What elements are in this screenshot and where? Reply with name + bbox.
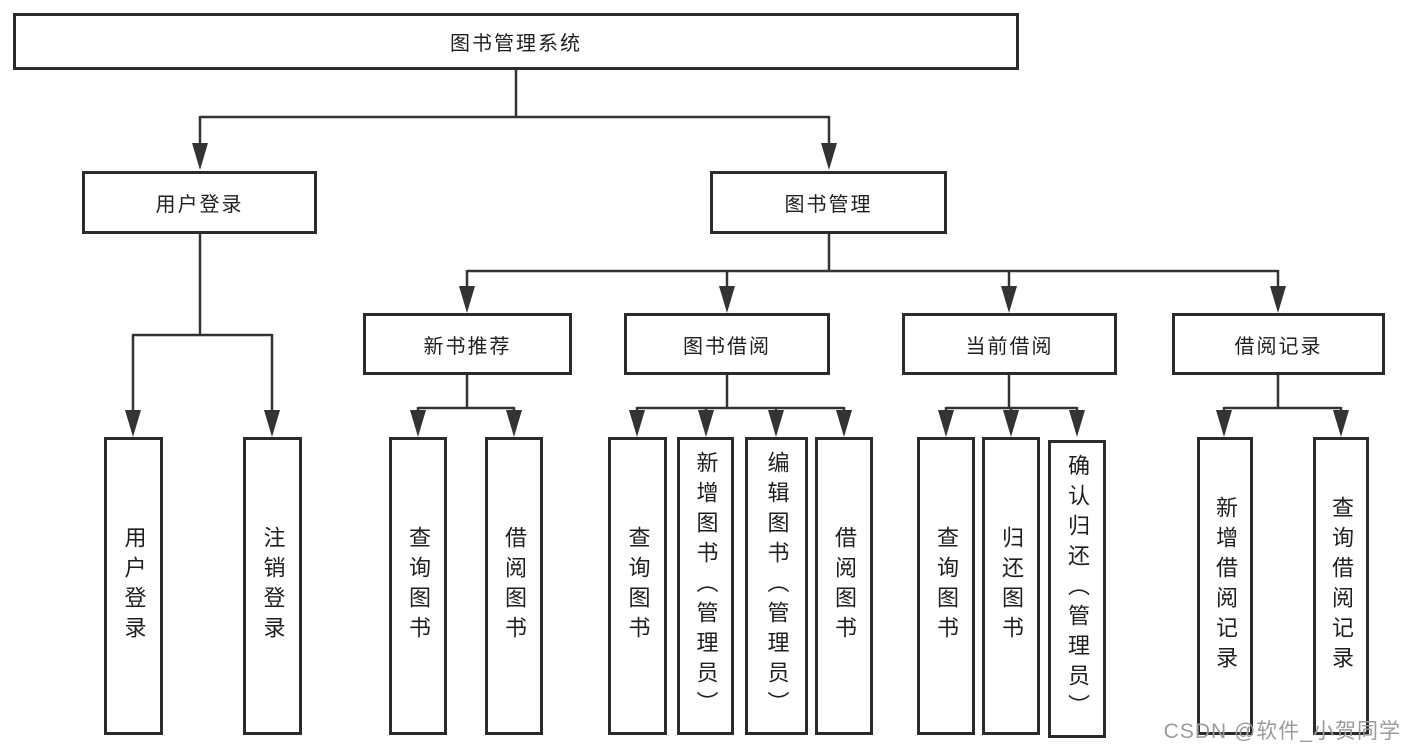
- node-user-login: 用户登录: [82, 171, 317, 234]
- leaf-confirm-return-admin: 确认归还（管理员）: [1048, 440, 1106, 738]
- leaf-return-books: 归还图书: [982, 437, 1040, 735]
- node-root: 图书管理系统: [13, 13, 1019, 70]
- node-borrow-records: 借阅记录: [1172, 313, 1385, 375]
- leaf-logout: 注销登录: [243, 437, 302, 735]
- leaf-edit-book-admin: 编辑图书（管理员）: [745, 437, 808, 735]
- leaf-query-books: 查询图书: [917, 437, 975, 735]
- leaf-query-borrow-record: 查询借阅记录: [1313, 437, 1369, 735]
- leaf-user-login: 用户登录: [104, 437, 163, 735]
- leaf-query-books: 查询图书: [389, 437, 447, 735]
- leaf-query-books: 查询图书: [608, 437, 667, 735]
- watermark: CSDN @软件_小贺同学: [1163, 720, 1401, 743]
- leaf-add-book-admin: 新增图书（管理员）: [677, 437, 734, 735]
- node-book-borrow: 图书借阅: [624, 313, 830, 375]
- leaf-add-borrow-record: 新增借阅记录: [1197, 437, 1253, 735]
- node-book-management: 图书管理: [710, 171, 947, 234]
- node-new-book-recommend: 新书推荐: [363, 313, 572, 375]
- node-current-borrow: 当前借阅: [902, 313, 1117, 375]
- leaf-borrow-books: 借阅图书: [815, 437, 873, 735]
- leaf-borrow-books: 借阅图书: [485, 437, 543, 735]
